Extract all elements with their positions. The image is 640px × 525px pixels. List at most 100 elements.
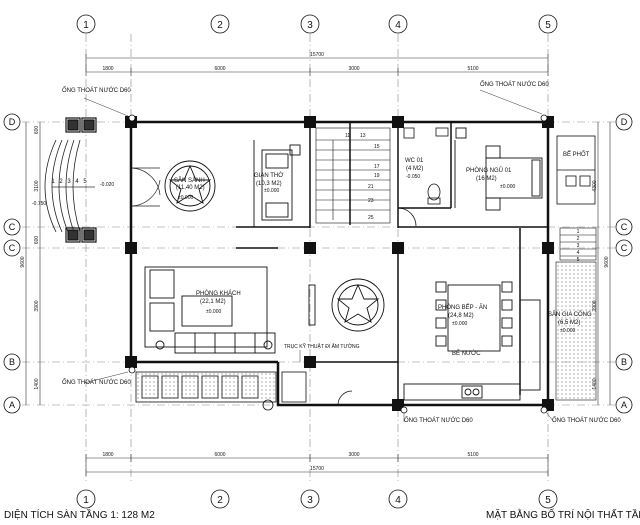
grid-bubbles-top bbox=[76, 14, 558, 34]
dim-top-seg-4: 5100 bbox=[467, 66, 478, 72]
room-area-altar: (10,3 M2) bbox=[256, 181, 282, 187]
room-area-living: (22,1 M2) bbox=[200, 299, 226, 305]
entry-door bbox=[130, 167, 161, 207]
dim-bottom-seg-2: 6000 bbox=[214, 452, 225, 458]
grid-label-b-right: B bbox=[621, 357, 627, 367]
level-porch: -0.020 bbox=[100, 182, 115, 188]
drain-label-top-right: ỐNG THOÁT NƯỚC D60 bbox=[480, 82, 549, 88]
room-label-wc: WC 01 bbox=[405, 158, 424, 164]
dim-right-total: 9600 bbox=[604, 256, 610, 267]
step-left-5: 5 bbox=[83, 179, 87, 185]
dim-left-seg-5: 1400 bbox=[34, 378, 40, 389]
dim-top-seg-1: 1800 bbox=[102, 66, 113, 72]
room-label-water-tank: BỂ NƯỚC bbox=[452, 351, 481, 357]
stair-num-11: 11 bbox=[345, 133, 350, 139]
stair-num-25: 25 bbox=[368, 215, 374, 221]
grid-label-5-bottom: 5 bbox=[545, 495, 551, 506]
interior-walls bbox=[236, 122, 548, 405]
stair-num-19: 19 bbox=[374, 173, 380, 179]
grid-label-a-right: A bbox=[621, 400, 627, 410]
level-bedroom: ±0.000 bbox=[500, 184, 516, 190]
room-label-altar: GIAN THỜ bbox=[254, 173, 284, 179]
porch-columns bbox=[65, 117, 97, 243]
level-hall: ±0.000 bbox=[178, 195, 194, 201]
dimension-lines-side bbox=[25, 122, 611, 405]
dim-bottom-seg-1: 1800 bbox=[102, 452, 113, 458]
dimension-lines-top bbox=[85, 54, 549, 76]
grid-lines bbox=[22, 34, 622, 482]
floor-area-caption: DIỆN TÍCH SÀN TẦNG 1: 128 M2 bbox=[4, 510, 155, 521]
dim-top-total: 15700 bbox=[310, 52, 324, 58]
dimension-lines-bottom bbox=[85, 454, 549, 476]
drain-leaders bbox=[83, 89, 555, 423]
step-right-3: 3 bbox=[577, 243, 580, 249]
altar-furniture bbox=[253, 140, 301, 227]
level-service-yard: ±0.000 bbox=[560, 328, 576, 334]
room-label-kitchen: PHÒNG BẾP - ĂN bbox=[438, 305, 488, 311]
step-right-1: 1 bbox=[577, 229, 580, 235]
room-label-bedroom: PHÒNG NGỦ 01 bbox=[466, 168, 512, 174]
entry-rosette bbox=[164, 160, 216, 212]
front-planter-cells bbox=[141, 371, 353, 411]
level-steps: -0.750 bbox=[32, 201, 47, 207]
grid-label-3-bottom: 3 bbox=[307, 495, 313, 506]
grid-label-d-left: D bbox=[9, 117, 16, 127]
grid-label-a-left: A bbox=[9, 400, 15, 410]
grid-label-4-top: 4 bbox=[395, 20, 401, 31]
room-area-hall: (11,40 M2) bbox=[176, 185, 205, 191]
grid-label-c2-right: C bbox=[621, 243, 628, 253]
grid-label-1-top: 1 bbox=[83, 20, 89, 31]
room-label-septic: BỂ PHỐT bbox=[563, 152, 590, 158]
room-label-service-yard: SÂN GIA CÔNG bbox=[548, 312, 592, 318]
dim-top-seg-3: 3000 bbox=[348, 66, 359, 72]
level-altar: ±0.000 bbox=[264, 188, 280, 194]
dim-bottom-seg-3: 3000 bbox=[348, 452, 359, 458]
front-planters bbox=[135, 371, 277, 403]
grid-label-5-top: 5 bbox=[545, 20, 551, 31]
grid-bubbles-side bbox=[3, 113, 633, 414]
stair-num-21: 21 bbox=[368, 184, 374, 190]
dim-top-seg-2: 6000 bbox=[214, 66, 225, 72]
grid-bubbles-bottom bbox=[76, 489, 558, 509]
service-yard-stairs bbox=[555, 227, 597, 401]
drain-label-bottom-right: ỐNG THOÁT NƯỚC D60 bbox=[552, 418, 621, 424]
stair-num-17: 17 bbox=[374, 164, 380, 170]
grid-label-c2-left: C bbox=[9, 243, 16, 253]
stair-num-23: 23 bbox=[368, 198, 374, 204]
room-area-bedroom: (16 M2) bbox=[476, 176, 497, 182]
level-living: ±0.000 bbox=[206, 309, 222, 315]
room-label-hall: SÂN SẢNH bbox=[174, 178, 205, 184]
step-left-1: 1 bbox=[51, 179, 55, 185]
dim-left-seg-3: 600 bbox=[34, 236, 40, 245]
dim-left-seg-1: 600 bbox=[34, 126, 40, 135]
step-right-5: 5 bbox=[577, 257, 580, 263]
drawing-title: MẶT BẰNG BỐ TRÍ NỘI THẤT TẦNG 1 bbox=[486, 510, 640, 521]
septic-tank bbox=[556, 135, 596, 205]
living-rosette bbox=[308, 278, 385, 332]
living-room-furniture bbox=[144, 266, 276, 354]
stair-num-15: 15 bbox=[374, 144, 380, 150]
step-left-4: 4 bbox=[75, 179, 79, 185]
dining-furniture bbox=[403, 281, 541, 401]
porch-steps bbox=[44, 139, 95, 233]
step-left-3: 3 bbox=[67, 179, 71, 185]
grid-label-b-left: B bbox=[9, 357, 15, 367]
grid-label-4-bottom: 4 bbox=[395, 495, 401, 506]
drain-label-top-left: ỐNG THOÁT NƯỚC D60 bbox=[62, 88, 131, 94]
room-area-wc: (4 M2) bbox=[406, 166, 424, 172]
room-area-service-yard: (6,5 M2) bbox=[558, 320, 581, 326]
columns bbox=[125, 116, 554, 411]
wc-fixtures bbox=[397, 127, 449, 227]
grid-label-c1-right: C bbox=[621, 222, 628, 232]
stair bbox=[315, 127, 391, 224]
drain-label-bottom-left: ỐNG THOÁT NƯỚC D60 bbox=[62, 380, 131, 386]
grid-label-2-top: 2 bbox=[217, 20, 223, 31]
dim-left-total: 9600 bbox=[20, 256, 26, 267]
room-label-living: PHÒNG KHÁCH bbox=[196, 291, 241, 297]
grid-label-1-bottom: 1 bbox=[83, 495, 89, 506]
technical-shaft-label: TRỤC KỸ THUẬT ĐI ÂM TƯỜNG bbox=[284, 344, 360, 350]
dim-bottom-seg-4: 5100 bbox=[467, 452, 478, 458]
stair-num-13: 13 bbox=[360, 133, 366, 139]
step-left-2: 2 bbox=[59, 179, 63, 185]
